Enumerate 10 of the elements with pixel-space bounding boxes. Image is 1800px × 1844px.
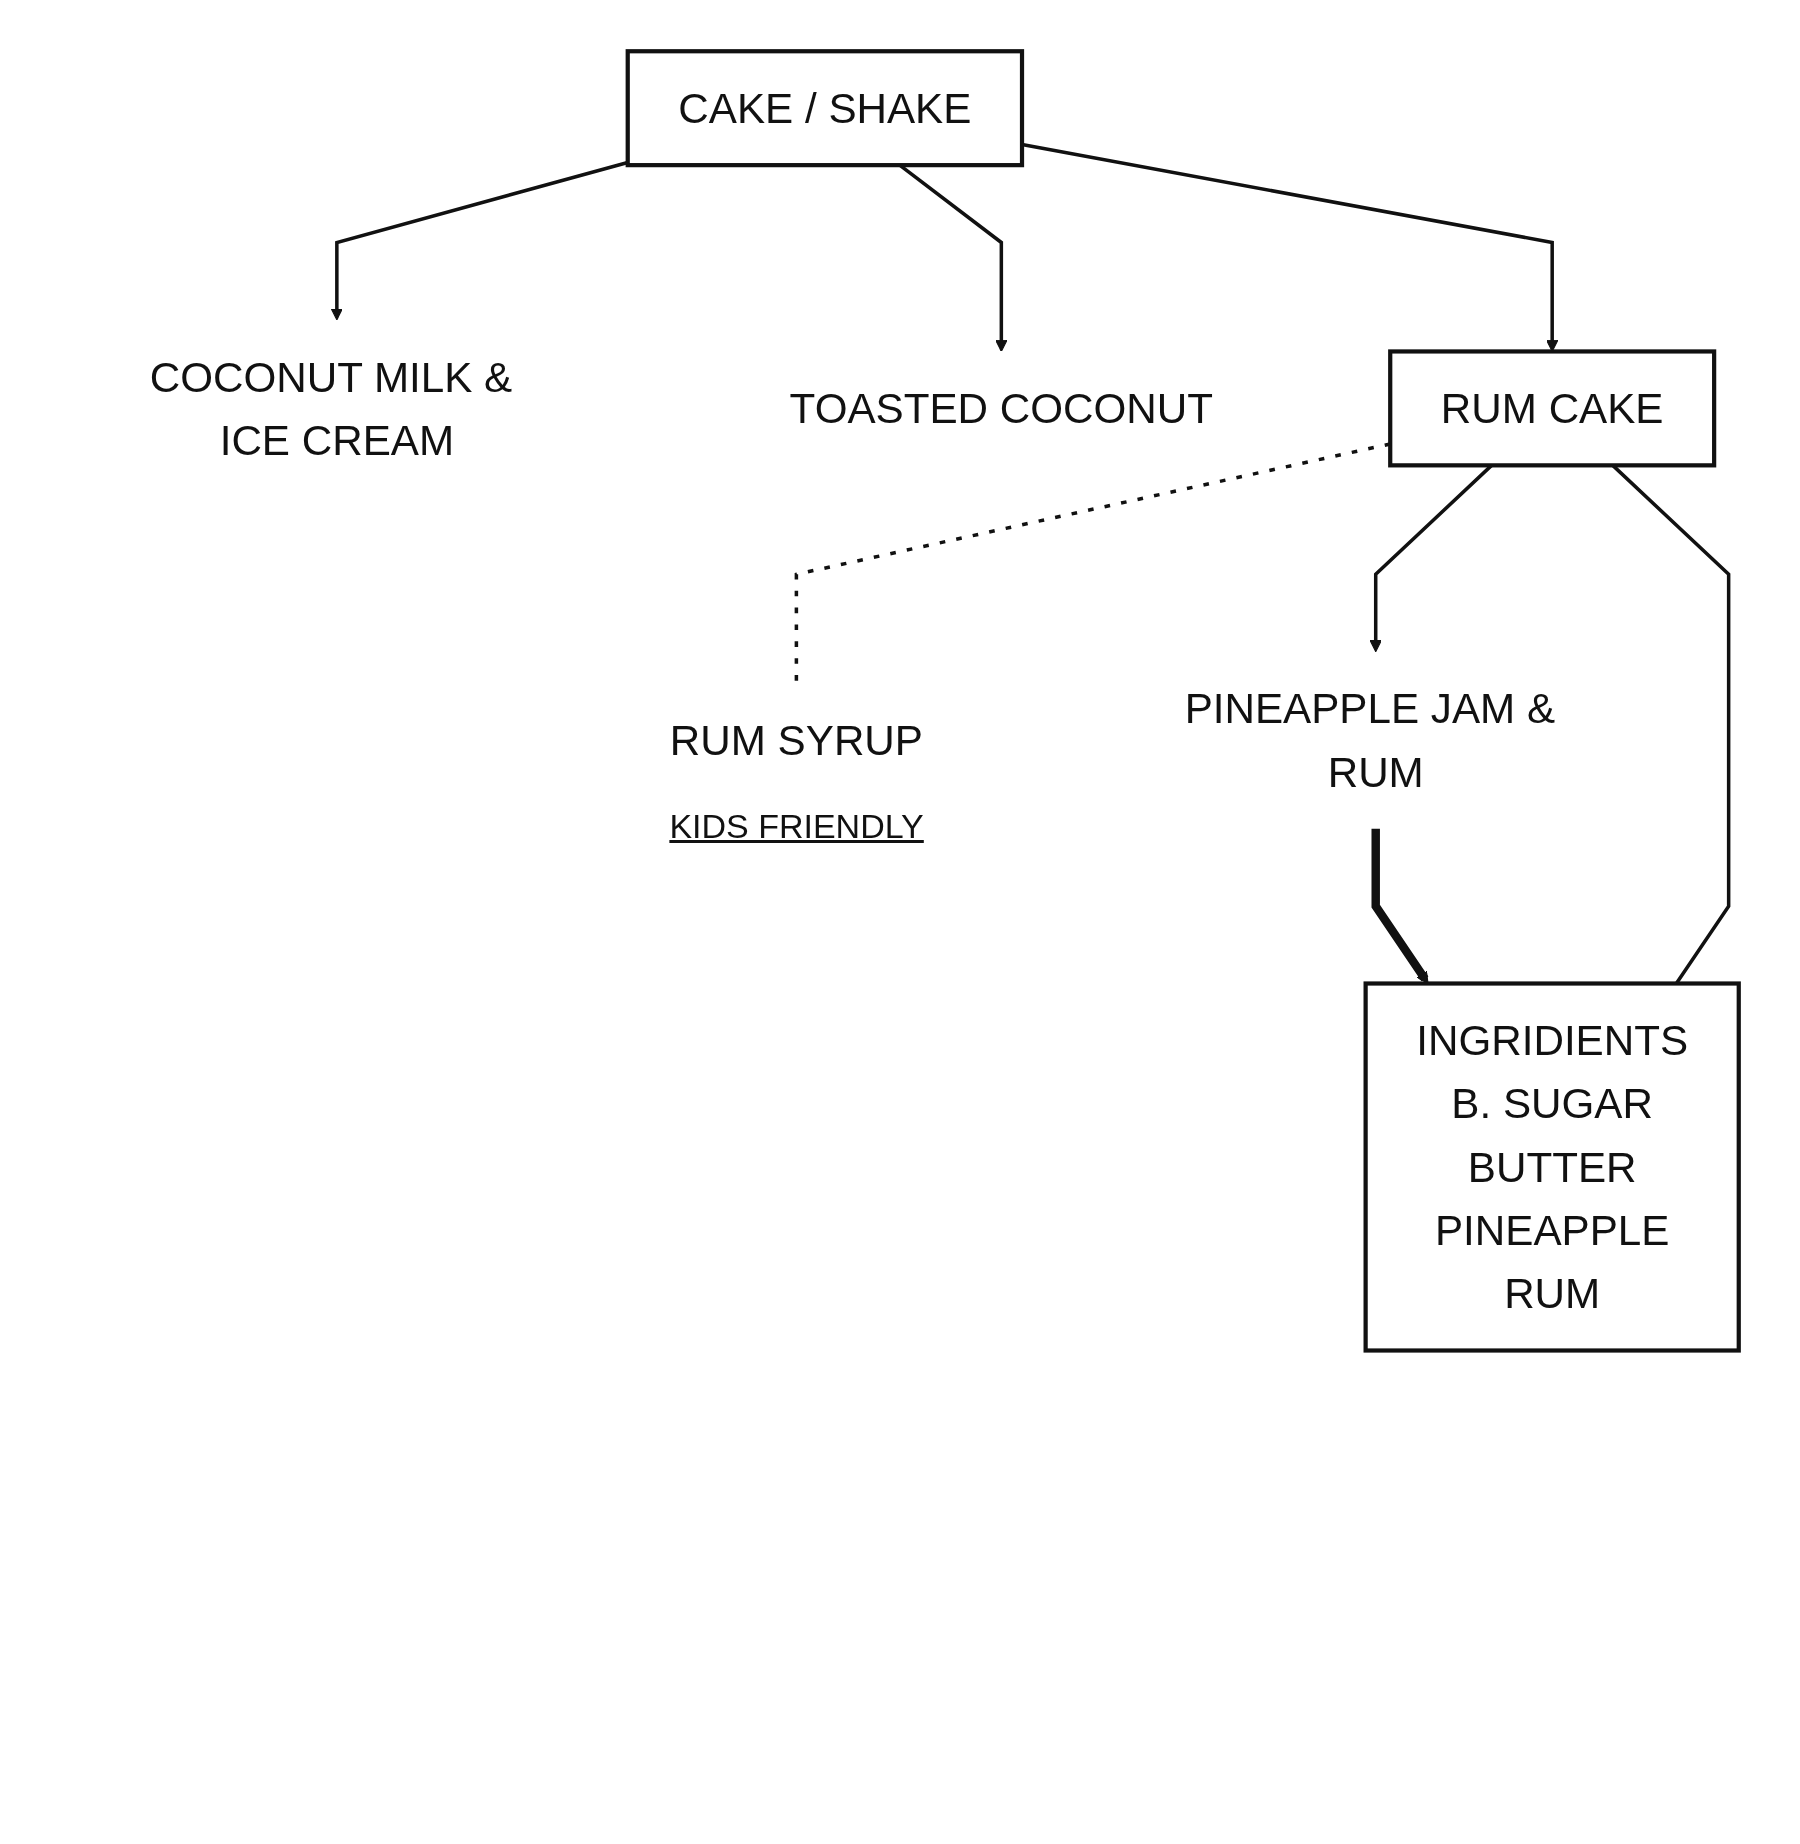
note-text: KIDS FRIENDLY bbox=[669, 807, 924, 847]
node-text: PINEAPPLE JAM & RUM bbox=[1184, 685, 1556, 796]
arrow bbox=[1369, 464, 1493, 653]
node-box: RUM CAKE bbox=[1388, 349, 1717, 468]
node-text: RUM SYRUP bbox=[669, 717, 923, 764]
node-text: COCONUT MILK & ICE CREAM bbox=[149, 353, 513, 464]
arrow bbox=[330, 160, 629, 321]
node-text: TOASTED COCONUT bbox=[789, 385, 1214, 432]
node-box: INGRIDIENTS B. SUGAR BUTTER PINEAPPLE RUM bbox=[1363, 981, 1741, 1353]
node-box: CAKE / SHAKE bbox=[625, 49, 1025, 168]
